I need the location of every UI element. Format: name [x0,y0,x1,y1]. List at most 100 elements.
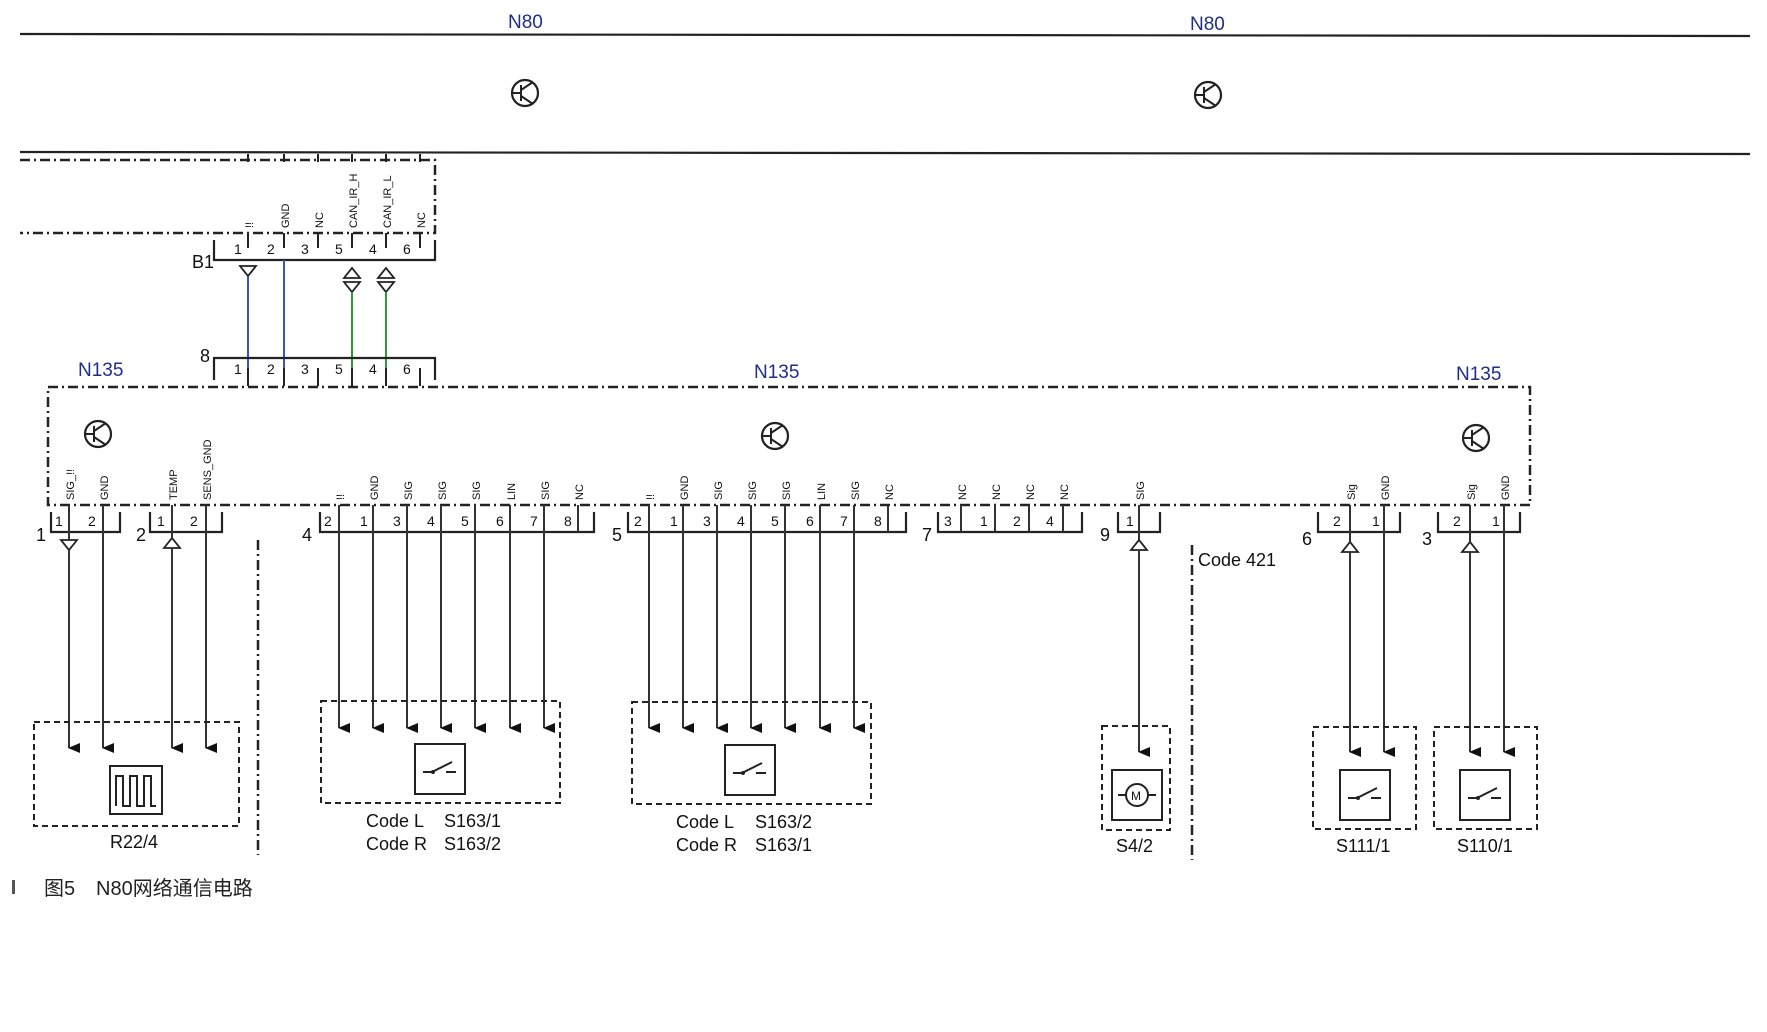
svg-text:Code R: Code R [366,834,427,854]
svg-text:S163/1: S163/1 [444,811,501,831]
svg-text:NC: NC [991,484,1003,500]
svg-text:NC: NC [957,484,969,500]
n135-right-label: N135 [1456,364,1501,385]
svg-text:2: 2 [1333,513,1341,529]
svg-text:SENS_GND: SENS_GND [202,439,214,500]
svg-text:NC: NC [884,484,896,500]
svg-text:SIG: SIG [403,481,415,500]
svg-text:3: 3 [703,513,711,529]
svg-text:SIG: SIG [540,481,552,500]
svg-text:1: 1 [1492,513,1500,529]
svg-text:5: 5 [771,513,779,529]
connector-4: 4 2 1 3 4 5 6 7 8 !! GND SIG SIG SIG LIN… [302,476,596,545]
svg-text:NC: NC [1059,484,1071,500]
code-421-separator: Code 421 [1190,545,1276,860]
component-r22-4-label: R22/4 [110,832,158,852]
svg-text:1: 1 [1126,513,1134,529]
svg-text:NC: NC [1025,484,1037,500]
svg-text:S163/1: S163/1 [755,835,812,855]
n80-connector-housing [20,154,437,235]
n135-module: N135 N135 N135 [46,360,1532,507]
svg-text:5: 5 [335,361,343,377]
svg-text:Code L: Code L [676,812,734,832]
svg-text:2: 2 [1453,513,1461,529]
svg-text:4: 4 [427,513,435,529]
svg-text:5: 5 [335,241,343,257]
figure-number: 图5 [44,878,75,900]
svg-text:6: 6 [403,241,411,257]
svg-text:8: 8 [564,513,572,529]
svg-text:2: 2 [267,241,275,257]
svg-text:2: 2 [634,513,642,529]
figure-caption: 图5 N80网络通信电路 [12,877,253,900]
component-wires [68,505,1515,757]
svg-text:SIG_!!: SIG_!! [65,469,77,500]
svg-text:S163/2: S163/2 [755,812,812,832]
svg-text:5: 5 [612,525,622,545]
svg-text:Sig: Sig [1346,484,1358,500]
svg-text:TEMP: TEMP [168,469,180,500]
connector-8-label: 8 [200,346,210,366]
svg-text:1: 1 [36,525,46,545]
connector-b1-label: B1 [192,252,214,272]
svg-text:SIG: SIG [713,481,725,500]
svg-text:SIG: SIG [850,481,862,500]
connector-b1: B1 1 2 3 5 4 6 !! GND NC CAN_IR_H CAN_IR… [192,174,437,294]
svg-text:GND: GND [99,476,111,501]
svg-text:8: 8 [874,513,882,529]
control-unit-icon [760,421,790,451]
component-s110-1-label: S110/1 [1457,836,1513,856]
svg-text:1: 1 [360,513,368,529]
svg-text:3: 3 [944,513,952,529]
svg-text:!!: !! [645,494,657,500]
svg-text:Code R: Code R [676,835,737,855]
svg-text:4: 4 [737,513,745,529]
svg-text:SIG: SIG [1135,481,1147,500]
svg-text:GND: GND [280,204,292,229]
svg-text:1: 1 [234,361,242,377]
svg-text:1: 1 [157,513,165,529]
control-unit-icon [510,78,540,108]
component-s111-1-label: S111/1 [1336,836,1390,856]
switch-icon [414,743,466,795]
component-s163-b: Code L S163/2 Code R S163/1 [631,701,872,855]
svg-text:M: M [1131,789,1141,803]
svg-text:CAN_IR_L: CAN_IR_L [382,175,394,228]
svg-text:1: 1 [1372,513,1380,529]
connector-6: 6 2 1 Sig GND [1302,476,1402,553]
figure-title: N80网络通信电路 [96,877,253,900]
svg-text:3: 3 [393,513,401,529]
svg-text:5: 5 [461,513,469,529]
svg-text:Code L: Code L [366,811,424,831]
svg-text:SIG: SIG [781,481,793,500]
connector-3: 3 2 1 Sig GND [1422,476,1522,553]
svg-text:3: 3 [301,361,309,377]
svg-text:LIN: LIN [816,483,828,500]
svg-text:2: 2 [1013,513,1021,529]
svg-text:!!: !! [335,494,347,500]
svg-text:CAN_IR_H: CAN_IR_H [348,174,360,228]
switch-icon [1459,769,1511,821]
motor-icon: M [1118,783,1156,807]
connector-5: 5 2 1 3 4 5 6 7 8 !! GND SIG SIG SIG LIN… [612,476,908,545]
n80-left-label: N80 [508,12,543,33]
svg-text:6: 6 [1302,529,1312,549]
svg-text:3: 3 [1422,529,1432,549]
can-wires [247,260,387,368]
code-421-label: Code 421 [1198,550,1276,570]
connector-1: 1 1 2 SIG_!! GND [36,469,122,552]
svg-text:GND: GND [1380,476,1392,501]
svg-text:4: 4 [1046,513,1054,529]
svg-text:9: 9 [1100,525,1110,545]
svg-text:Sig: Sig [1466,484,1478,500]
switch-icon [1339,769,1391,821]
svg-text:LIN: LIN [506,483,518,500]
n135-mid-label: N135 [754,362,799,383]
svg-text:NC: NC [416,212,428,228]
n80-right-label: N80 [1190,14,1225,35]
svg-text:1: 1 [55,513,63,529]
svg-text:7: 7 [840,513,848,529]
svg-text:2: 2 [267,361,275,377]
control-unit-icon [83,419,113,449]
control-unit-icon [1461,423,1491,453]
